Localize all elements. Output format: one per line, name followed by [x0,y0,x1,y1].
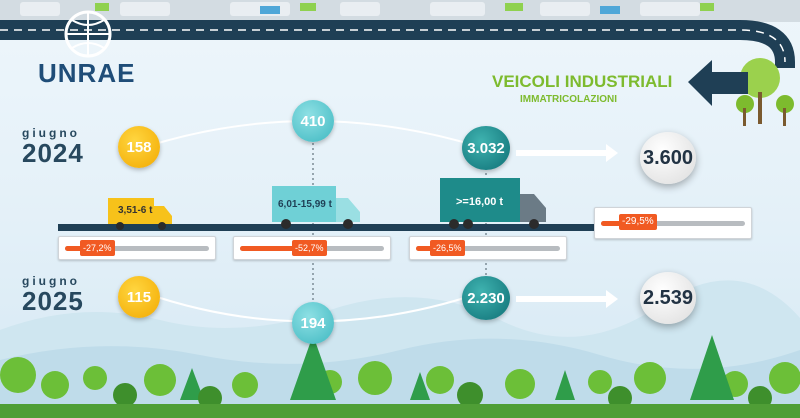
change-bar-total: -29,5% [594,207,752,239]
year-2024: 2024 [22,138,84,168]
truck-heavy-label: >=16,00 t [456,196,504,208]
total-2025: 2.539 [640,272,696,324]
year-2025: 2025 [22,286,84,316]
page-title: VEICOLI INDUSTRIALI [492,72,673,91]
change-bar-heavy: -26,5% [409,236,567,260]
arrow-2025 [516,290,618,308]
truck-heavy-icon: >=16,00 t [440,178,548,235]
change-label-total: -29,5% [619,214,657,230]
value-2025-heavy: 2.230 [462,276,510,320]
value-2024-heavy: 3.032 [462,126,510,170]
truck-light-label: 3,51-6 t [118,205,153,216]
change-bar-medium: -52,7% [233,236,391,260]
change-label-heavy: -26,5% [430,240,465,256]
change-label-light: -27,2% [80,240,115,256]
change-bar-light: -27,2% [58,236,216,260]
value-2025-medium: 194 [292,302,334,344]
value-2025-light: 115 [118,276,160,318]
value-2024-light: 158 [118,126,160,168]
year-label-2024: giugno [22,126,80,140]
total-2024: 3.600 [640,132,696,184]
truck-medium-icon: 6,01-15,99 t [272,186,362,235]
globe-logo-icon [64,10,112,58]
year-label-2025: giugno [22,274,80,288]
arrow-2024 [516,144,618,162]
value-2024-medium: 410 [292,100,334,142]
page-subtitle: IMMATRICOLAZIONI [520,94,618,105]
truck-light-icon: 3,51-6 t [108,196,174,235]
truck-medium-label: 6,01-15,99 t [278,199,332,210]
change-label-medium: -52,7% [292,240,327,256]
logo-text: UNRAE [38,58,136,88]
